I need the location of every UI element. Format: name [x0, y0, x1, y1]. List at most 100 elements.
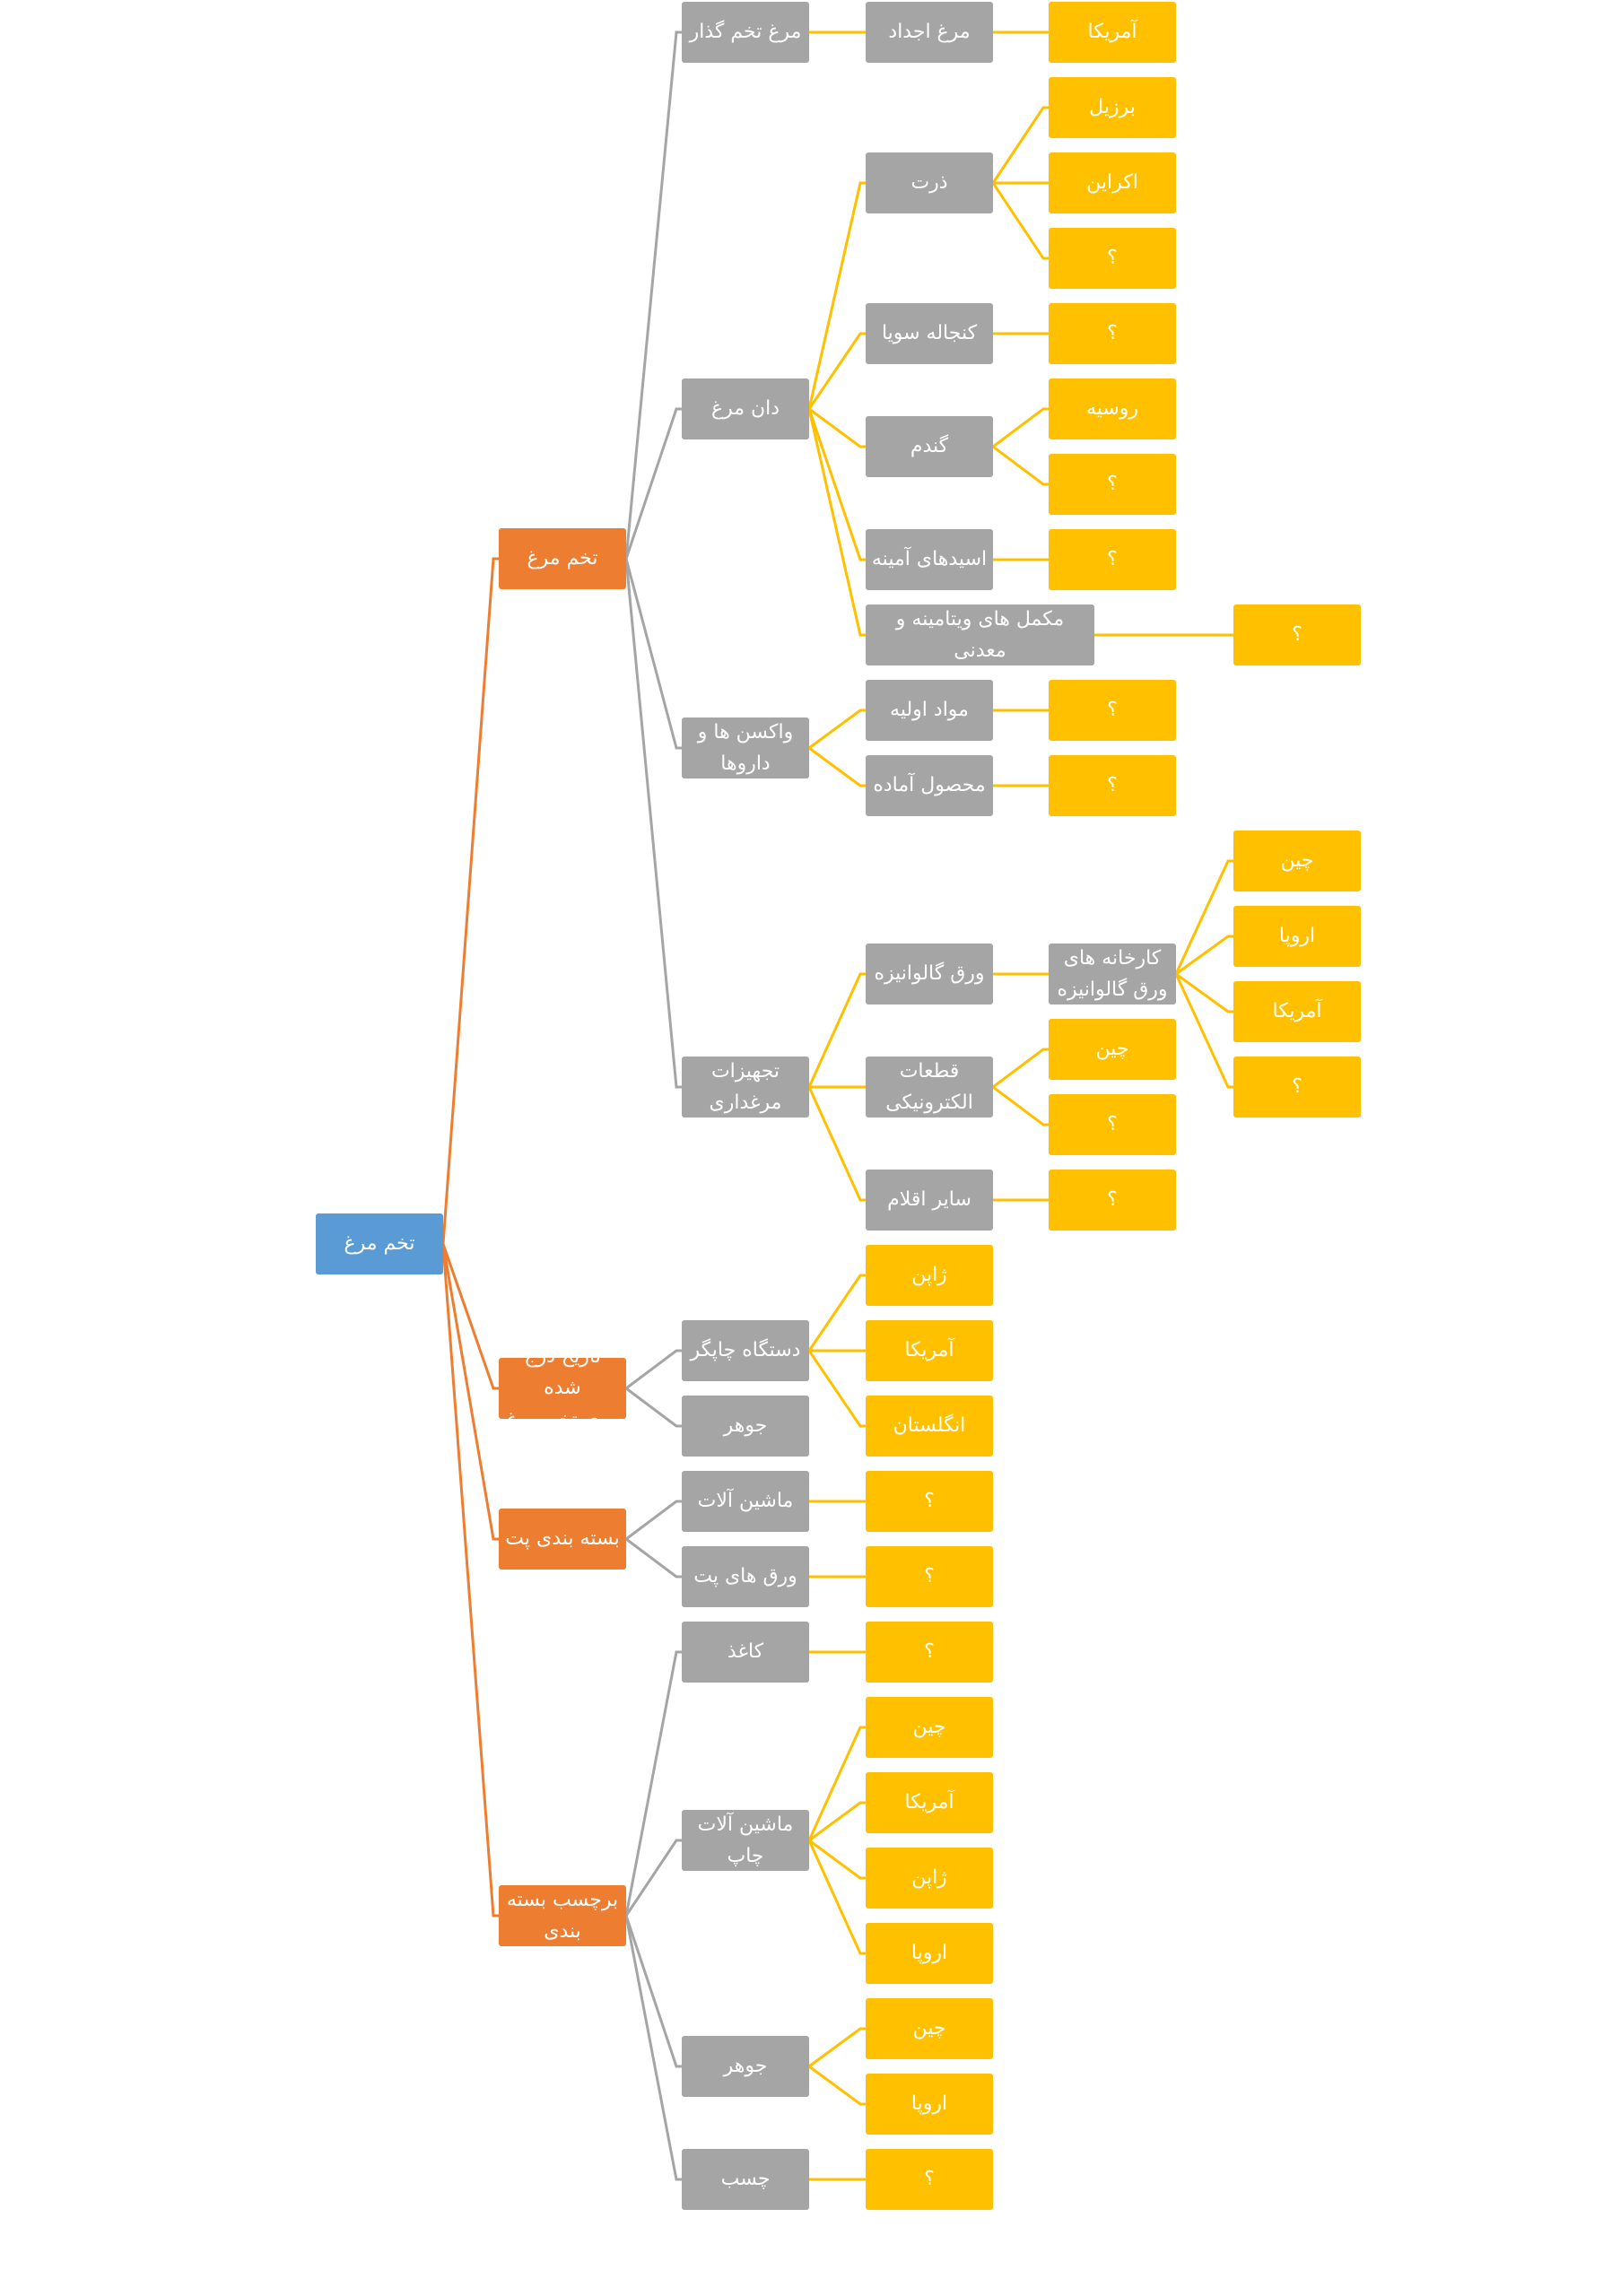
item-node[interactable]: جوهر [682, 1396, 809, 1457]
item-to-child-line [808, 709, 866, 750]
item-to-child-line [807, 1350, 866, 1428]
root-to-category-line [441, 557, 499, 1245]
item-to-child-line [808, 2027, 866, 2068]
source-node[interactable]: روسیه [1049, 378, 1176, 439]
category-to-item-line [625, 1387, 682, 1428]
sub-item-node[interactable]: سایر اقلام [866, 1170, 993, 1231]
item-to-child-line [807, 1839, 866, 1955]
category-to-item-line [624, 1915, 682, 2068]
sub-item-node[interactable]: مواد اولیه [866, 680, 993, 741]
item-to-child-line [1175, 972, 1233, 1013]
category-to-item-line [624, 1915, 682, 2181]
source-node[interactable]: چین [1233, 831, 1361, 891]
item-to-child-line [992, 1048, 1049, 1089]
source-node[interactable]: برزیل [1049, 77, 1176, 138]
item-node[interactable]: ماشین آلات [682, 1471, 809, 1532]
source-node[interactable]: چین [866, 1697, 993, 1758]
source-node[interactable]: ؟ [1049, 755, 1176, 816]
source-node[interactable]: ؟ [1233, 604, 1361, 665]
sub-item-node[interactable]: محصول آماده [866, 755, 993, 816]
category-to-item-line [624, 558, 682, 1089]
source-node[interactable]: ؟ [1049, 1094, 1176, 1155]
source-node[interactable]: ؟ [866, 1546, 993, 1607]
source-node[interactable]: چین [1049, 1019, 1176, 1080]
item-to-child-line [1175, 935, 1233, 976]
source-node[interactable]: اکراین [1049, 152, 1176, 213]
source-node[interactable]: چین [866, 1998, 993, 2059]
item-to-child-line [991, 182, 1049, 260]
sub-item-node[interactable]: مکمل های ویتامینه و معدنی [866, 604, 1094, 665]
item-node[interactable]: مرغ تخم گذار [682, 2, 809, 63]
item-to-child-line [1174, 973, 1233, 1089]
item-to-child-line [807, 181, 866, 410]
source-node[interactable]: ژاپن [866, 1848, 993, 1909]
source-node[interactable]: ؟ [1049, 1170, 1176, 1231]
source-node[interactable]: ؟ [866, 1622, 993, 1683]
sub-item-node[interactable]: اسیدهای آمینه [866, 529, 993, 590]
item-node[interactable]: دستگاه چاپگر [682, 1320, 809, 1381]
source-node[interactable]: ؟ [1049, 454, 1176, 515]
category-node[interactable]: بسته بندی پت [499, 1509, 626, 1570]
item-to-child-line [807, 1086, 866, 1202]
category-to-item-line [624, 558, 682, 750]
source-node[interactable]: ؟ [1049, 680, 1176, 741]
item-node[interactable]: واکسن ها و داروها [682, 718, 809, 778]
source-node[interactable]: ؟ [866, 2149, 993, 2210]
item-to-child-line [807, 1726, 866, 1841]
category-to-item-line [624, 1650, 682, 1917]
source-node[interactable]: ؟ [1049, 529, 1176, 590]
category-node[interactable]: تخم مرغ [499, 528, 626, 589]
item-to-child-line [808, 1801, 866, 1842]
item-to-child-line [807, 1274, 866, 1352]
source-node[interactable]: اروپا [866, 1923, 993, 1984]
sub-item-node[interactable]: مرغ اجداد [866, 2, 993, 63]
source-node[interactable]: ؟ [1049, 228, 1176, 289]
category-to-item-line [625, 1349, 682, 1390]
item-node[interactable]: چسب [682, 2149, 809, 2210]
root-to-category-line [441, 1243, 499, 1541]
source-node[interactable]: آمریکا [1049, 2, 1176, 63]
sub-item-node[interactable]: کنجاله سویا [866, 303, 993, 364]
sub-item-node[interactable]: کارخانه های ورق گالوانیزه [1049, 944, 1176, 1004]
item-to-child-line [807, 408, 866, 561]
item-to-child-line [991, 106, 1049, 184]
source-node[interactable]: ژاپن [866, 1245, 993, 1306]
category-node[interactable]: برچسب بسته بندی [499, 1885, 626, 1946]
source-node[interactable]: ؟ [1049, 303, 1176, 364]
sub-item-node[interactable]: ذرت [866, 152, 993, 213]
category-to-item-line [624, 407, 682, 560]
root-to-category-line [441, 1243, 499, 1918]
root-node[interactable]: تخم مرغ [316, 1213, 443, 1274]
sub-item-node[interactable]: گندم [866, 416, 993, 477]
source-node[interactable]: اروپا [1233, 906, 1361, 967]
item-node[interactable]: دان مرغ [682, 378, 809, 439]
item-node[interactable]: جوهر [682, 2036, 809, 2097]
item-node[interactable]: کاغذ [682, 1622, 809, 1683]
source-node[interactable]: ؟ [866, 1471, 993, 1532]
source-node[interactable]: ؟ [1233, 1057, 1361, 1118]
category-to-item-line [625, 1500, 682, 1541]
root-to-category-line [441, 1243, 499, 1390]
category-node[interactable]: تاریخ درج شده روی تخم مرغ [499, 1345, 626, 1431]
category-to-item-line [624, 1839, 682, 1917]
source-node[interactable]: آمریکا [866, 1772, 993, 1833]
item-node[interactable]: ماشین آلات چاپ [682, 1810, 809, 1871]
item-to-child-line [808, 2065, 866, 2106]
item-to-child-line [808, 746, 866, 787]
item-to-child-line [807, 332, 866, 410]
item-to-child-line [808, 1839, 866, 1880]
sub-item-node[interactable]: ورق گالوانیزه [866, 944, 993, 1004]
source-node[interactable]: آمریکا [866, 1320, 993, 1381]
source-node[interactable]: اروپا [866, 2074, 993, 2135]
sub-item-node[interactable]: قطعات الکترونیکی [866, 1057, 993, 1118]
category-to-item-line [624, 30, 682, 560]
item-node[interactable]: ورق های پت [682, 1546, 809, 1607]
item-to-child-line [808, 407, 866, 448]
item-to-child-line [1174, 859, 1233, 975]
source-node[interactable]: انگلستان [866, 1396, 993, 1457]
item-node[interactable]: تجهیزات مرغداری [682, 1057, 809, 1118]
item-to-child-line [992, 1085, 1049, 1126]
item-to-child-line [992, 407, 1049, 448]
source-node[interactable]: آمریکا [1233, 981, 1361, 1042]
